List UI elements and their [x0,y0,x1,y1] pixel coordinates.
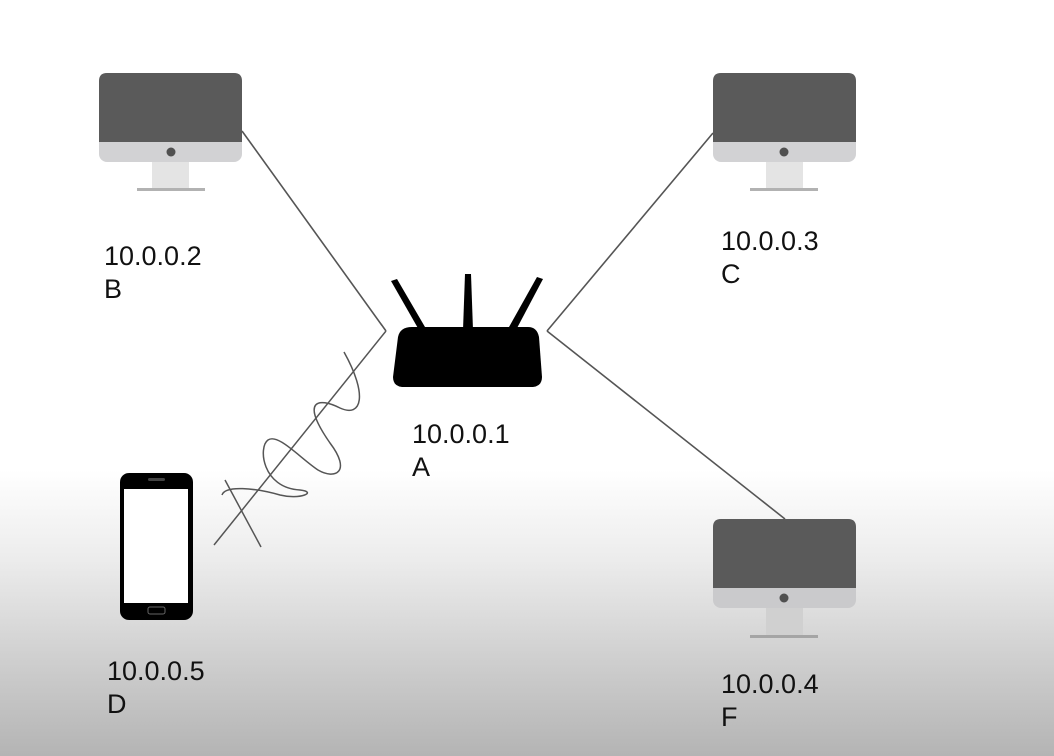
wireless-wave [221,351,361,498]
node-name: D [107,689,127,719]
wireless-straight-line [213,330,387,546]
ip-address: 10.0.0.4 [721,669,819,699]
smartphone-icon [120,473,193,620]
router-icon [391,274,543,387]
desktop-computer-icon [713,519,856,638]
link-a-c [546,132,714,332]
computer-b [99,73,242,191]
wireless-link-a-d [213,330,387,548]
router-a [391,274,543,387]
label-computer-b: 10.0.0.2 B [104,240,202,306]
node-name: A [412,452,431,482]
link-a-f [546,330,786,520]
label-computer-c: 10.0.0.3 C [721,225,819,291]
computer-f [713,519,856,638]
computer-c [713,73,856,191]
ip-address: 10.0.0.1 [412,419,510,449]
link-a-b [241,130,387,332]
desktop-computer-icon [99,73,242,191]
phone-d [120,473,193,620]
label-phone-d: 10.0.0.5 D [107,655,205,721]
wireless-straight-line-2 [224,479,262,548]
node-name: F [721,702,738,732]
ip-address: 10.0.0.5 [107,656,205,686]
ip-address: 10.0.0.3 [721,226,819,256]
label-computer-f: 10.0.0.4 F [721,668,819,734]
desktop-computer-icon [713,73,856,191]
ip-address: 10.0.0.2 [104,241,202,271]
node-name: B [104,274,123,304]
node-name: C [721,259,741,289]
label-router-a: 10.0.0.1 A [412,418,510,484]
